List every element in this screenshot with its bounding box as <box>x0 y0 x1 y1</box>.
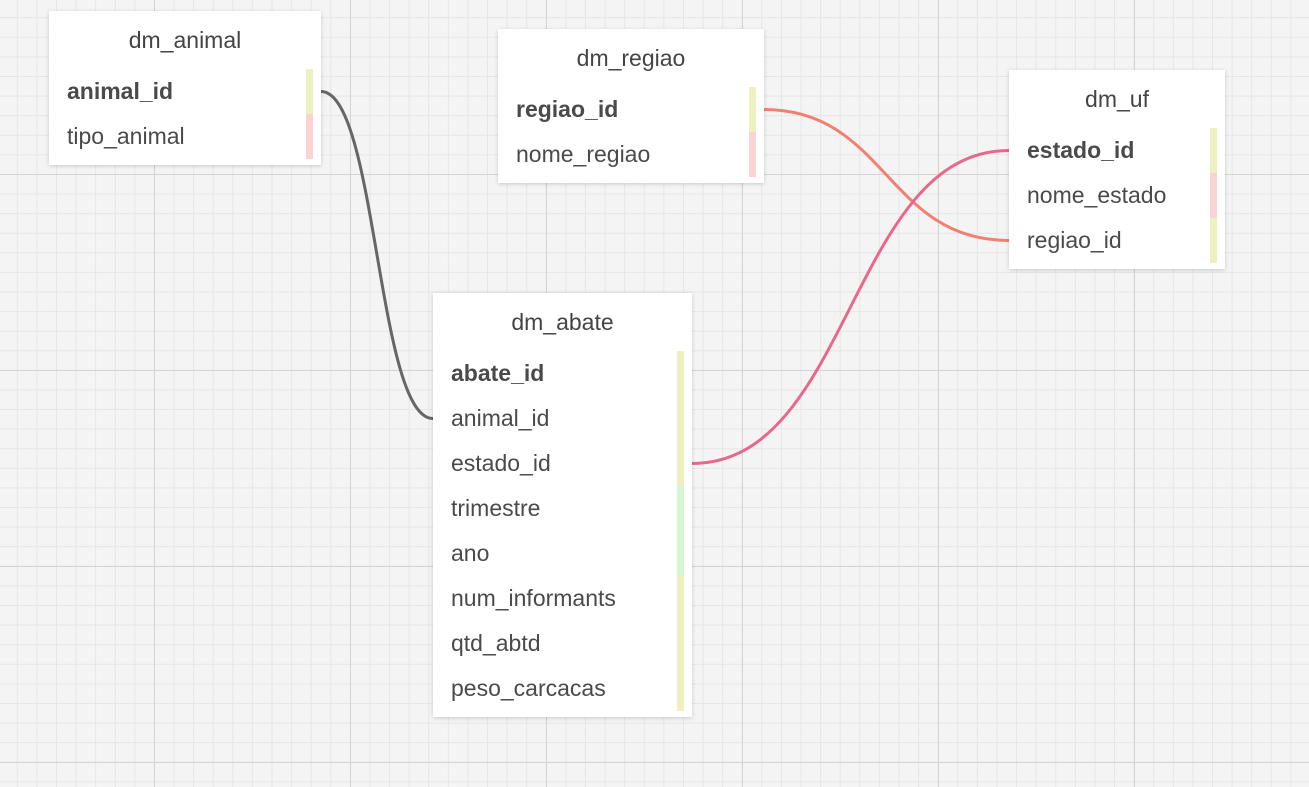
field-name: tipo_animal <box>67 123 185 149</box>
field-row[interactable]: animal_id <box>433 396 692 441</box>
field-type-indicator <box>677 531 684 576</box>
field-row[interactable]: nome_regiao <box>498 132 764 177</box>
field-row[interactable]: trimestre <box>433 486 692 531</box>
relationship-line[interactable] <box>690 149 1011 465</box>
table-dm-animal[interactable]: dm_animal animal_id tipo_animal <box>49 11 321 165</box>
field-name: regiao_id <box>1027 227 1122 253</box>
field-name: ano <box>451 540 490 566</box>
relationship-line[interactable] <box>762 108 1011 242</box>
field-row[interactable]: nome_estado <box>1009 173 1225 218</box>
table-title: dm_animal <box>128 27 242 53</box>
field-row[interactable]: regiao_id <box>498 87 764 132</box>
field-name: num_informants <box>451 585 616 611</box>
field-type-indicator <box>677 486 684 531</box>
table-title: dm_regiao <box>576 45 686 71</box>
relationship-line[interactable] <box>319 90 435 420</box>
field-name: animal_id <box>451 405 550 431</box>
field-row[interactable]: regiao_id <box>1009 218 1225 263</box>
field-type-indicator <box>306 69 313 114</box>
field-type-indicator <box>677 621 684 666</box>
field-name: peso_carcacas <box>451 675 606 701</box>
field-name: estado_id <box>451 450 551 476</box>
field-row[interactable]: tipo_animal <box>49 114 321 159</box>
field-name: trimestre <box>451 495 541 521</box>
field-name: qtd_abtd <box>451 630 541 656</box>
table-title: dm_uf <box>1085 86 1149 112</box>
field-name: estado_id <box>1027 137 1135 163</box>
field-type-indicator <box>677 666 684 711</box>
field-row[interactable]: peso_carcacas <box>433 666 692 711</box>
field-row[interactable]: estado_id <box>1009 128 1225 173</box>
field-type-indicator <box>677 576 684 621</box>
field-type-indicator <box>1210 128 1217 173</box>
field-name: regiao_id <box>516 96 619 122</box>
field-type-indicator <box>677 441 684 486</box>
field-type-indicator <box>677 396 684 441</box>
field-type-indicator <box>306 114 313 159</box>
field-name: nome_estado <box>1027 182 1167 208</box>
field-row[interactable]: num_informants <box>433 576 692 621</box>
field-row[interactable]: ano <box>433 531 692 576</box>
field-type-indicator <box>1210 218 1217 263</box>
field-row[interactable]: animal_id <box>49 69 321 114</box>
table-dm-regiao[interactable]: dm_regiao regiao_id nome_regiao <box>498 29 764 183</box>
field-name: abate_id <box>451 360 545 386</box>
table-dm-uf[interactable]: dm_uf estado_id nome_estado regiao_id <box>1009 70 1225 269</box>
field-row[interactable]: abate_id <box>433 351 692 396</box>
field-name: nome_regiao <box>516 141 651 167</box>
table-title: dm_abate <box>511 309 614 335</box>
field-type-indicator <box>1210 173 1217 218</box>
field-type-indicator <box>677 351 684 396</box>
field-name: animal_id <box>67 78 174 104</box>
field-type-indicator <box>749 87 756 132</box>
table-dm-abate[interactable]: dm_abate abate_id animal_id estado_id tr… <box>433 293 692 717</box>
field-row[interactable]: estado_id <box>433 441 692 486</box>
field-row[interactable]: qtd_abtd <box>433 621 692 666</box>
field-type-indicator <box>749 132 756 177</box>
